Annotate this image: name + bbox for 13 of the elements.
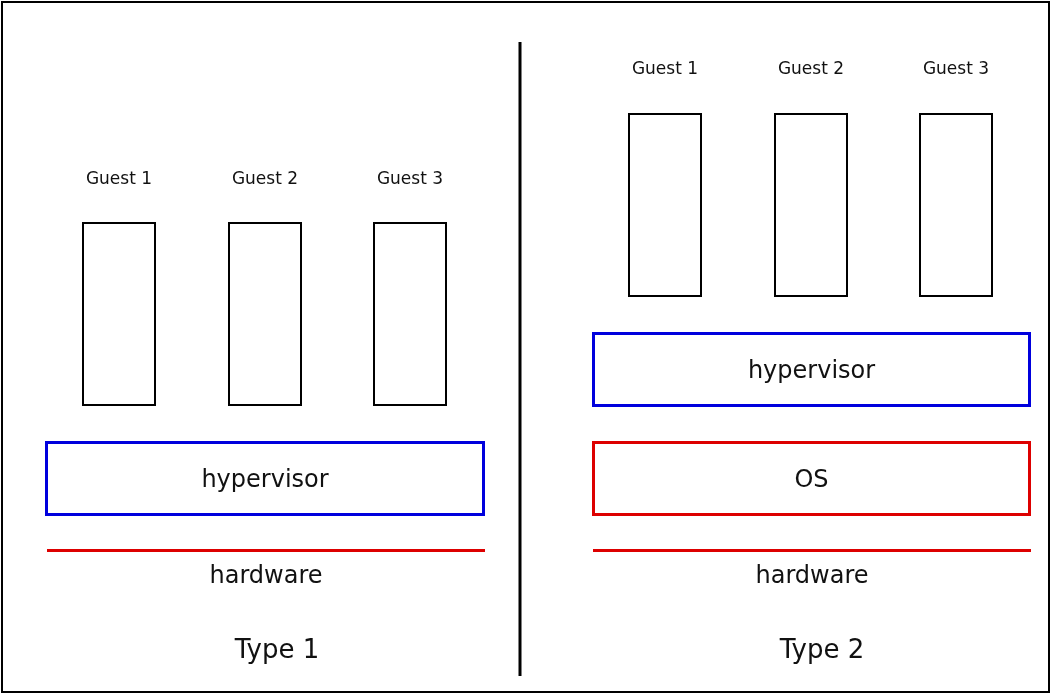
type-caption: Type 1: [234, 634, 320, 664]
layer-box: hypervisor: [592, 332, 1031, 407]
layer-box: hypervisor: [45, 441, 485, 516]
guest-label: Guest 1: [85, 168, 153, 188]
guest-label: Guest 2: [777, 58, 845, 78]
guest-label: Guest 1: [631, 58, 699, 78]
guest-label: Guest 3: [922, 58, 990, 78]
guest-label: Guest 2: [231, 168, 299, 188]
layer-label: hardware: [755, 561, 869, 589]
layer-box: OS: [592, 441, 1031, 516]
guest-label: Guest 3: [376, 168, 444, 188]
type-caption: Type 2: [779, 634, 865, 664]
layer-label: hardware: [209, 561, 323, 589]
